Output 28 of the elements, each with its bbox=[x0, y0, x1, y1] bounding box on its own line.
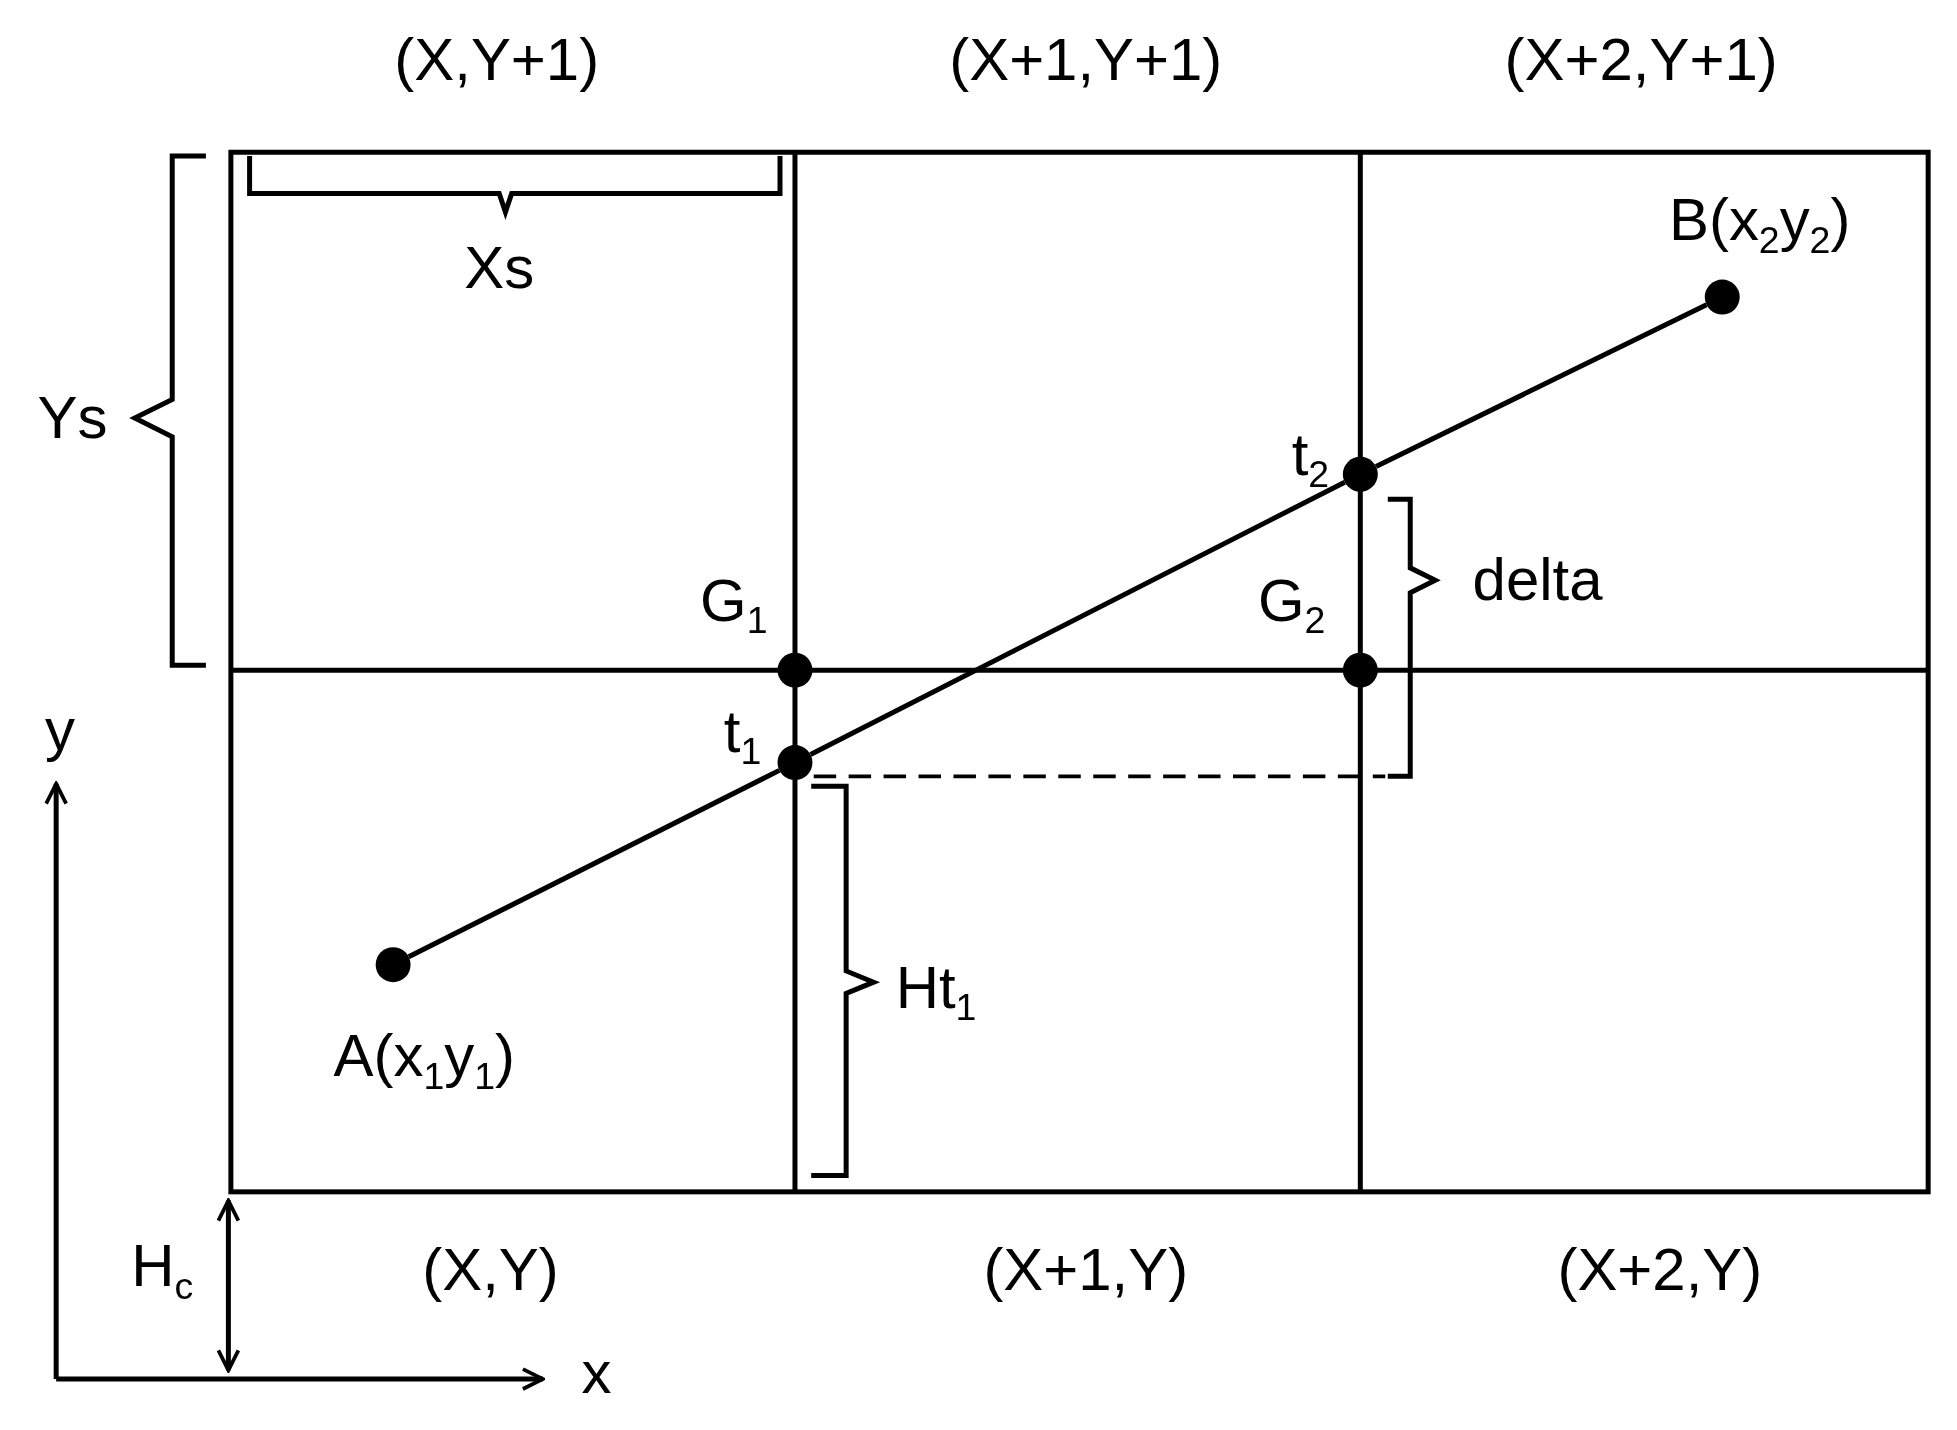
point-dot bbox=[1342, 652, 1378, 688]
point-label: t$_{2}$ bbox=[1291, 424, 1330, 494]
point-label: t$_{1}$ bbox=[723, 702, 762, 771]
point-label: B(x$_{2}$y$_{2}$) bbox=[1669, 190, 1851, 259]
label: (X,Y) bbox=[422, 1240, 559, 1301]
label: Ht$_{1}$ bbox=[895, 957, 977, 1027]
label: (X+1,Y+1) bbox=[949, 29, 1223, 90]
label: (X+2,Y+1) bbox=[1504, 29, 1778, 90]
point-label: A(x$_{1}$y$_{1}$) bbox=[333, 1026, 515, 1096]
line-segment bbox=[407, 768, 781, 960]
label: Ys bbox=[37, 388, 108, 449]
point-dot bbox=[375, 947, 411, 983]
label: y bbox=[44, 700, 75, 761]
point-label: G$_{1}$ bbox=[700, 570, 768, 640]
line-segment bbox=[1374, 302, 1708, 469]
point-dot bbox=[1342, 456, 1378, 492]
label: (X+1,Y) bbox=[983, 1240, 1189, 1301]
label: (X,Y+1) bbox=[394, 29, 600, 90]
point-dot bbox=[1704, 279, 1740, 315]
point-label: G$_{2}$ bbox=[1257, 570, 1326, 640]
label: x bbox=[581, 1342, 612, 1403]
label: delta bbox=[1472, 550, 1603, 611]
line-segment bbox=[809, 479, 1346, 757]
label: H$_{c}$ bbox=[131, 1236, 194, 1305]
point-dot bbox=[777, 745, 813, 780]
point-dot bbox=[777, 652, 813, 688]
label: (X+2,Y) bbox=[1557, 1240, 1763, 1301]
label: Xs bbox=[464, 238, 535, 299]
